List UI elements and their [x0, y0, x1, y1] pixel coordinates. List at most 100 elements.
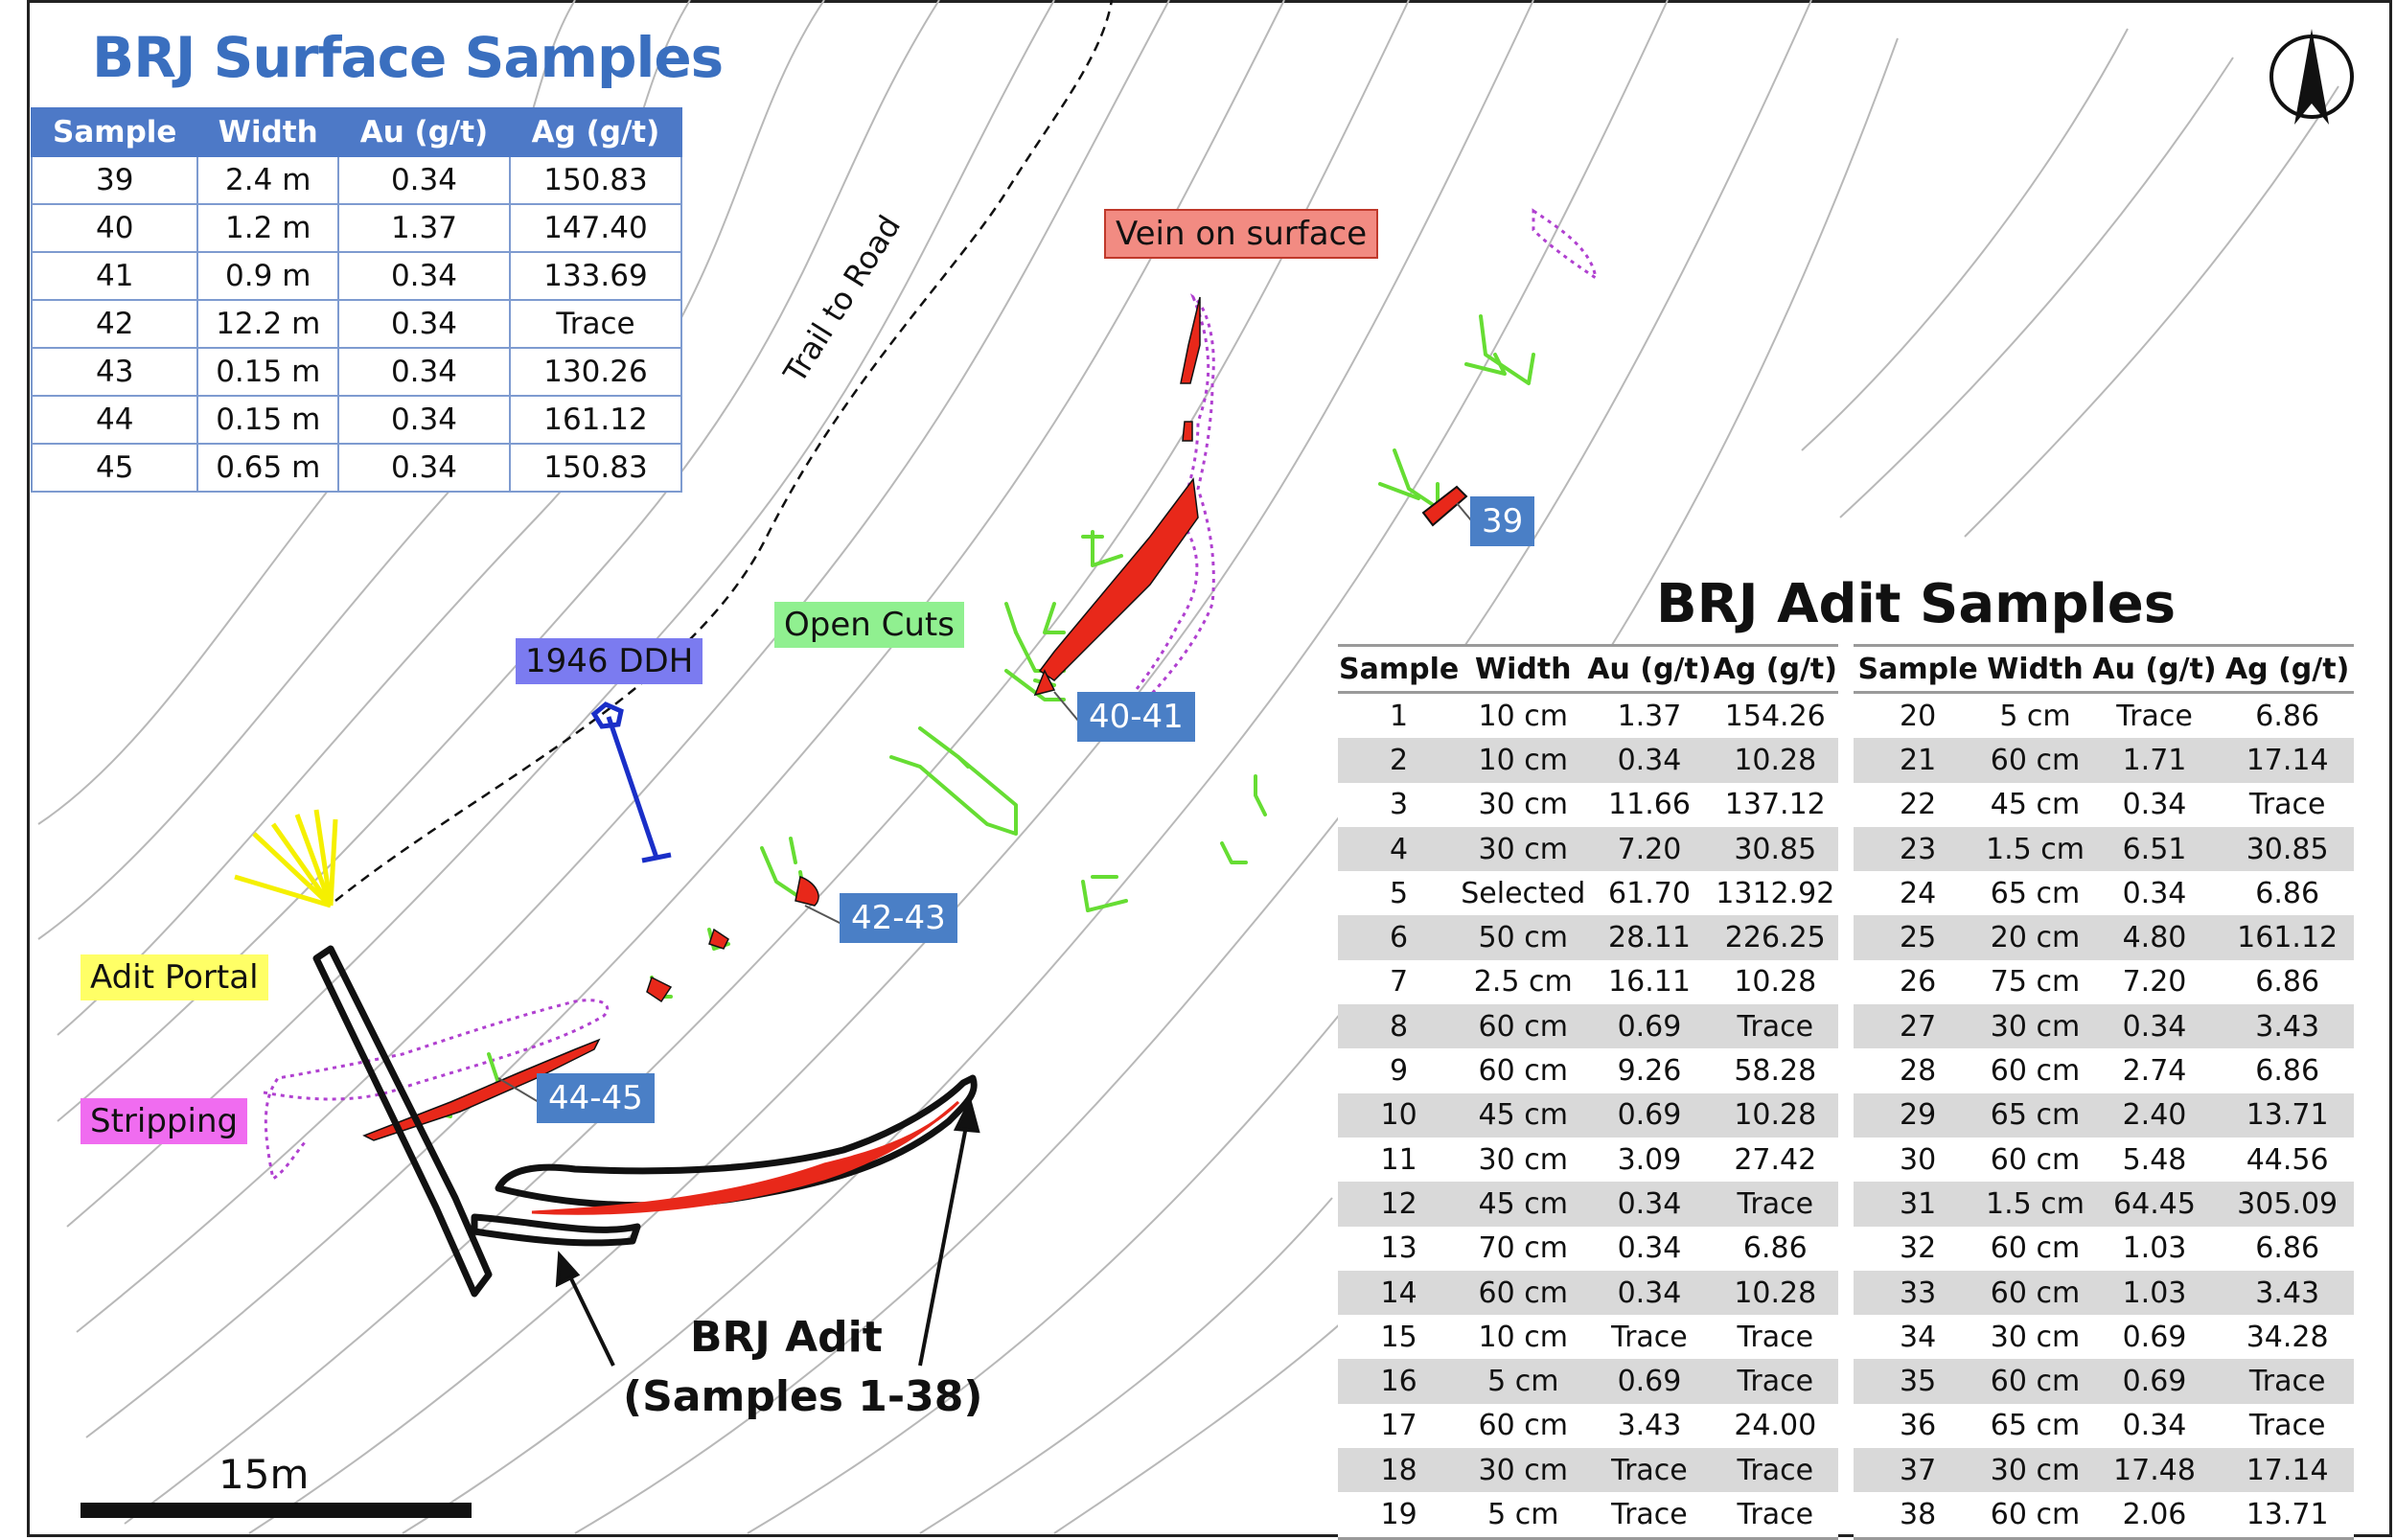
table-cell: 9 — [1390, 1054, 1409, 1089]
table-cell: 0.34 — [337, 443, 511, 493]
table-cell: Selected — [1461, 876, 1586, 910]
table-cell: 0.34 — [1586, 1182, 1713, 1227]
table-cell: 6.86 — [1742, 1231, 1808, 1266]
table-cell: 10 cm — [1478, 1320, 1568, 1354]
table-cell: 9.26 — [1617, 1054, 1682, 1089]
table-cell: 1.03 — [2122, 1231, 2187, 1266]
table-cell: 0.34 — [337, 347, 511, 397]
adit-ore-streak — [531, 1100, 960, 1215]
table-cell: 17.14 — [2221, 1448, 2354, 1493]
table-cell: 10 — [1338, 1092, 1461, 1138]
table-cell: 161.12 — [2221, 915, 2354, 960]
open-cuts-marks — [429, 314, 1535, 1118]
table-cell: Trace — [1712, 1182, 1838, 1227]
table-cell: 0.15 m — [196, 395, 340, 445]
table-cell: 0.34 — [2087, 1004, 2222, 1049]
table-cell: 10.28 — [1712, 1270, 1838, 1316]
table-cell: 2.06 — [2087, 1492, 2222, 1540]
column-header: Ag (g/t) — [2221, 644, 2354, 694]
table-cell: 22 — [1900, 788, 1937, 822]
table-cell: 0.34 — [2122, 1409, 2187, 1443]
table-cell: 45 cm — [1460, 1092, 1587, 1138]
trail-to-road-line — [334, 0, 1114, 902]
adit-arrows — [555, 1096, 980, 1367]
table-cell: 4 — [1338, 826, 1461, 872]
table-cell: 6.86 — [2255, 965, 2320, 1000]
table-cell: 14 — [1338, 1270, 1461, 1316]
table-cell: 60 cm — [1478, 1409, 1568, 1443]
table-cell: 30 cm — [1982, 1004, 2088, 1049]
table-cell: 24.00 — [1734, 1409, 1817, 1443]
table-cell: 13.71 — [2221, 1092, 2354, 1138]
table-cell: 10.28 — [1712, 738, 1838, 783]
table-cell: 17.48 — [2087, 1448, 2222, 1493]
table-cell: 75 cm — [1990, 965, 2081, 1000]
table-cell: 154.26 — [1724, 699, 1826, 733]
table-cell: 30.85 — [1712, 826, 1838, 872]
column-header: Au (g/t) — [1586, 644, 1713, 694]
table-cell: 0.34 — [337, 395, 511, 445]
column-header: Ag (g/t) — [508, 107, 683, 157]
north-arrow-icon — [2269, 29, 2354, 125]
column-header: Width — [1460, 644, 1587, 694]
table-cell: Trace — [1712, 1448, 1838, 1493]
vein-on-surface-label: Vein on surface — [1104, 209, 1379, 259]
table-cell: Trace — [2221, 1359, 2354, 1404]
table-cell: 65 cm — [1982, 1092, 2088, 1138]
table-cell: 20 — [1900, 699, 1937, 733]
column-header: Width — [1982, 644, 2088, 694]
table-cell: 60 cm — [1460, 1004, 1587, 1049]
table-cell: Trace — [2248, 1409, 2326, 1443]
table-cell: 10 cm — [1460, 738, 1587, 783]
table-cell: 2.74 — [2122, 1054, 2187, 1089]
table-cell: 0.34 — [337, 251, 511, 301]
table-cell: 0.34 — [337, 155, 511, 205]
table-cell: 0.69 — [1586, 1004, 1713, 1049]
table-cell: Trace — [2116, 699, 2193, 733]
table-cell: Trace — [2248, 788, 2326, 822]
table-cell: 1.37 — [1617, 699, 1682, 733]
table-cell: 45 cm — [1990, 788, 2081, 822]
table-cell: 60 cm — [1982, 738, 2088, 783]
brj-adit-label: BRJ Adit — [690, 1313, 883, 1362]
table-cell: 12.2 m — [196, 299, 340, 349]
table-cell: 60 cm — [1982, 1270, 2088, 1316]
adit-portal-label: Adit Portal — [81, 954, 268, 1000]
sample-42-43-label: 42-43 — [840, 893, 957, 943]
table-cell: 226.25 — [1712, 915, 1838, 960]
table-cell: 6 — [1338, 915, 1461, 960]
table-cell: Trace — [1737, 1320, 1814, 1354]
table-cell: 30 cm — [1460, 826, 1587, 872]
table-cell: 42 — [30, 299, 199, 349]
table-cell: 6.86 — [2255, 1231, 2320, 1266]
table-cell: 65 cm — [1990, 1409, 2081, 1443]
table-cell: 5 cm — [1460, 1492, 1587, 1540]
table-cell: Trace — [1712, 1359, 1838, 1404]
sample-40-41-label: 40-41 — [1077, 692, 1195, 742]
table-cell: 133.69 — [508, 251, 683, 301]
scale-bar — [81, 1503, 472, 1518]
table-cell: 15 — [1380, 1320, 1417, 1354]
column-header: Ag (g/t) — [1712, 644, 1838, 694]
